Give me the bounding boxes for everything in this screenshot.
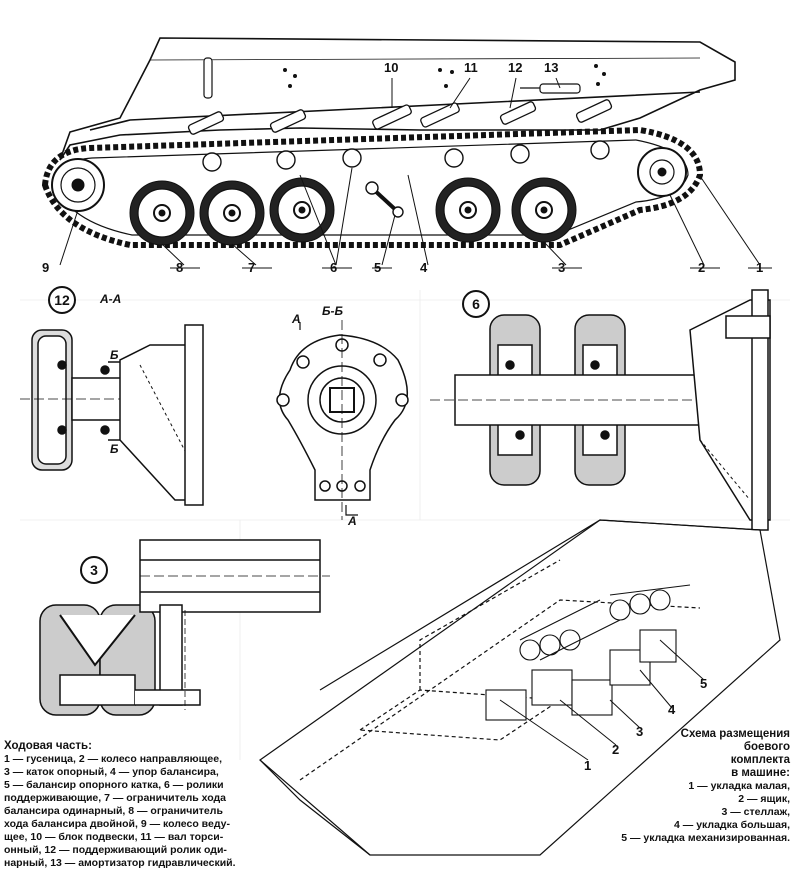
callout-9: 9 xyxy=(42,260,50,275)
legend-heading-4: в машине: xyxy=(731,767,790,779)
legend-heading: Ходовая часть: xyxy=(4,740,92,752)
section-mark-a-bottom: А xyxy=(348,514,357,528)
section-mark-b-bottom: Б xyxy=(110,442,119,456)
callout-13: 13 xyxy=(544,60,559,75)
legend-line: онный, 12 — поддерживающий ролик оди- xyxy=(4,844,227,856)
ammo-callout-5: 5 xyxy=(700,676,708,691)
legend-line: 5 — балансир опорного катка, 6 — ролики xyxy=(4,779,224,791)
callout-6: 6 xyxy=(330,260,338,275)
callout-8: 8 xyxy=(176,260,184,275)
ammo-callout-3: 3 xyxy=(636,724,644,739)
idler-wheel-2 xyxy=(637,147,687,197)
legend-line: хода балансира двойной, 9 — колесо веду- xyxy=(4,818,230,830)
road-wheels-3 xyxy=(129,177,577,246)
legend-line: 1 — гусеница, 2 — колесо направляющее, xyxy=(4,753,223,765)
callout-1: 1 xyxy=(756,260,764,275)
legend-heading-1: Схема размещения xyxy=(680,728,790,740)
legend-line: 4 — укладка большая, xyxy=(674,819,790,831)
leader-lines xyxy=(59,77,772,269)
road-wheel xyxy=(199,180,265,246)
callout-2: 2 xyxy=(698,260,706,275)
legend-line: 1 — укладка малая, xyxy=(688,780,790,792)
legend-line: поддерживающие, 7 — ограничитель хода xyxy=(4,792,227,804)
legend-line: 3 — стеллаж, xyxy=(721,806,790,818)
legend-line: щее, 10 — блок подвески, 11 — вал торси- xyxy=(4,831,224,843)
road-wheel xyxy=(435,177,501,243)
balancer-5 xyxy=(365,181,404,218)
road-wheel xyxy=(269,177,335,243)
road-wheel xyxy=(129,180,195,246)
legend-line: 3 — каток опорный, 4 — упор балансира, xyxy=(4,766,219,778)
ammo-callout-2: 2 xyxy=(612,742,620,757)
section-view-12 xyxy=(20,324,204,506)
view-marker-12: 12 xyxy=(48,286,76,314)
section-title-bb: Б-Б xyxy=(322,304,343,318)
support-rollers-6 xyxy=(202,140,610,172)
section-view-bb xyxy=(276,320,409,520)
callout-10: 10 xyxy=(384,60,399,75)
drive-sprocket-9 xyxy=(51,158,105,212)
legend-line: балансира одинарный, 8 — ограничитель xyxy=(4,805,223,817)
section-mark-b-top: Б xyxy=(110,348,119,362)
legend-line: 2 — ящик, xyxy=(738,793,790,805)
suspension-units-10 xyxy=(187,99,613,135)
callout-3: 3 xyxy=(558,260,566,275)
hull-side-view xyxy=(59,37,736,161)
legend-heading-3: комплекта xyxy=(730,754,790,766)
callout-11: 11 xyxy=(464,60,478,75)
road-wheel xyxy=(511,177,577,243)
section-title-aa: А-А xyxy=(100,292,122,306)
section-view-6 xyxy=(430,289,771,531)
ammo-stowage-scheme xyxy=(259,519,781,856)
callout-5: 5 xyxy=(374,260,382,275)
view-marker-3: 3 xyxy=(80,556,108,584)
ammo-callout-1: 1 xyxy=(584,758,592,773)
callout-7: 7 xyxy=(248,260,256,275)
ammo-leaders xyxy=(499,639,705,761)
legend-ammo-stowage: Схема размещения боевого комплекта в маш… xyxy=(590,728,790,845)
ammo-callout-4: 4 xyxy=(668,702,676,717)
legend-line: нарный, 13 — амортизатор гидравлический. xyxy=(4,857,236,869)
section-mark-a-top: А xyxy=(292,312,301,326)
hull-dots xyxy=(283,64,606,88)
callout-4: 4 xyxy=(420,260,428,275)
legend-line: 5 — укладка механизированная. xyxy=(621,832,790,844)
view-marker-6: 6 xyxy=(462,290,490,318)
callout-12: 12 xyxy=(508,60,523,75)
legend-running-gear: Ходовая часть: 1 — гусеница, 2 — колесо … xyxy=(4,740,266,870)
ammo-racks xyxy=(485,584,691,721)
legend-heading-2: боевого xyxy=(743,741,790,753)
shock-absorber-13 xyxy=(203,57,581,99)
section-view-3 xyxy=(39,539,330,716)
